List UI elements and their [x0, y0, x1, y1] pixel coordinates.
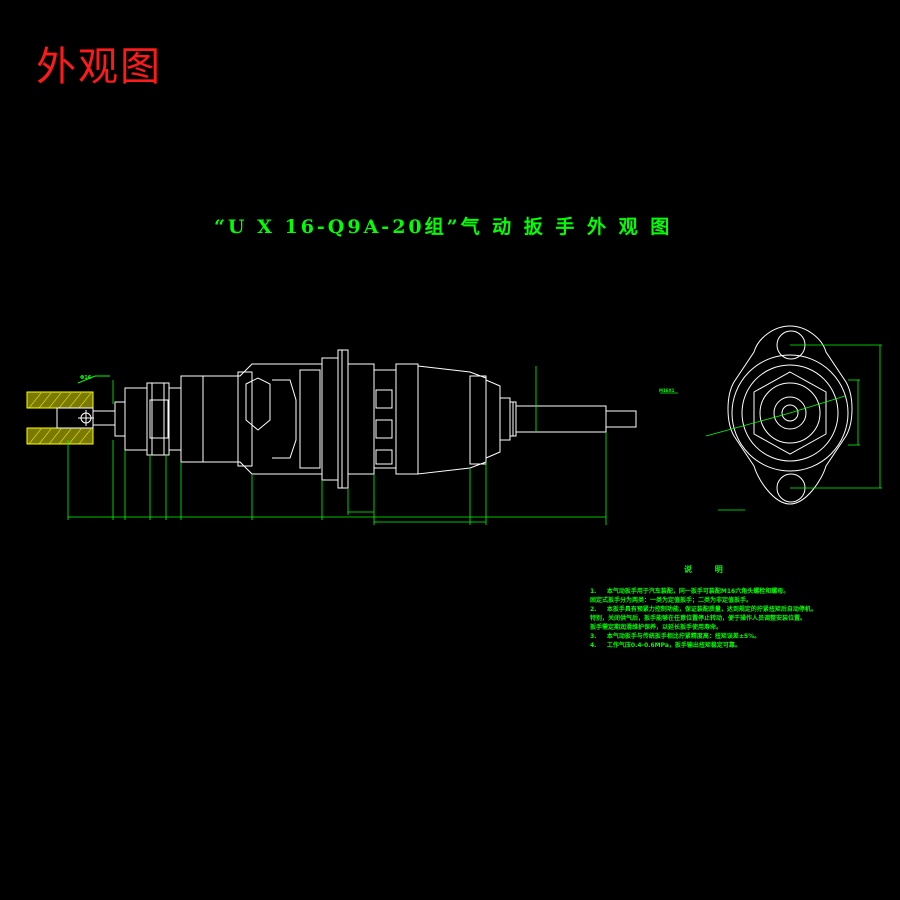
socket-fork [26, 375, 116, 445]
notes-heading: 说 明 [684, 565, 733, 574]
side-view [26, 349, 637, 525]
nose-section [114, 382, 182, 456]
main-housing [180, 349, 637, 489]
note-line: 特别，关闭供气后，扳手能够在任意位置停止转动，便于操作人员调整安装位置。 [590, 615, 807, 622]
note-line: 扳手需定期润滑维护保养，以延长扳手使用寿命。 [590, 624, 723, 631]
front-view [660, 325, 882, 511]
note-line: 3. 本气动扳手与传统扳手相比拧紧精度高：扭矩误差±5%。 [590, 633, 761, 640]
dimension-lines [67, 366, 607, 525]
note-line: 固定式扳手分为两类：一类为定值扳手；二类为非定值扳手。 [590, 597, 753, 604]
note-line: 4. 工作气压0.4-0.6MPa，扳手输出扭矩稳定可靠。 [590, 642, 741, 649]
corner-title: 外观图 [36, 44, 162, 90]
socket-dimension-label: Φ16 [80, 375, 92, 381]
right-marker-label: M16X1 [659, 388, 675, 393]
note-line: 1. 本气动扳手用于汽车装配，同一扳手可装配M16六角头螺栓和螺母。 [590, 588, 790, 595]
notes-list: 1. 本气动扳手用于汽车装配，同一扳手可装配M16六角头螺栓和螺母。 固定式扳手… [590, 587, 860, 650]
note-line: 2. 本扳手具有预紧力控制功能，保证装配质量，达到规定的拧紧扭矩后自动停机。 [590, 606, 817, 613]
drawing-title: “U X 16-Q9A-20组”气 动 扳 手 外 观 图 [214, 216, 673, 238]
